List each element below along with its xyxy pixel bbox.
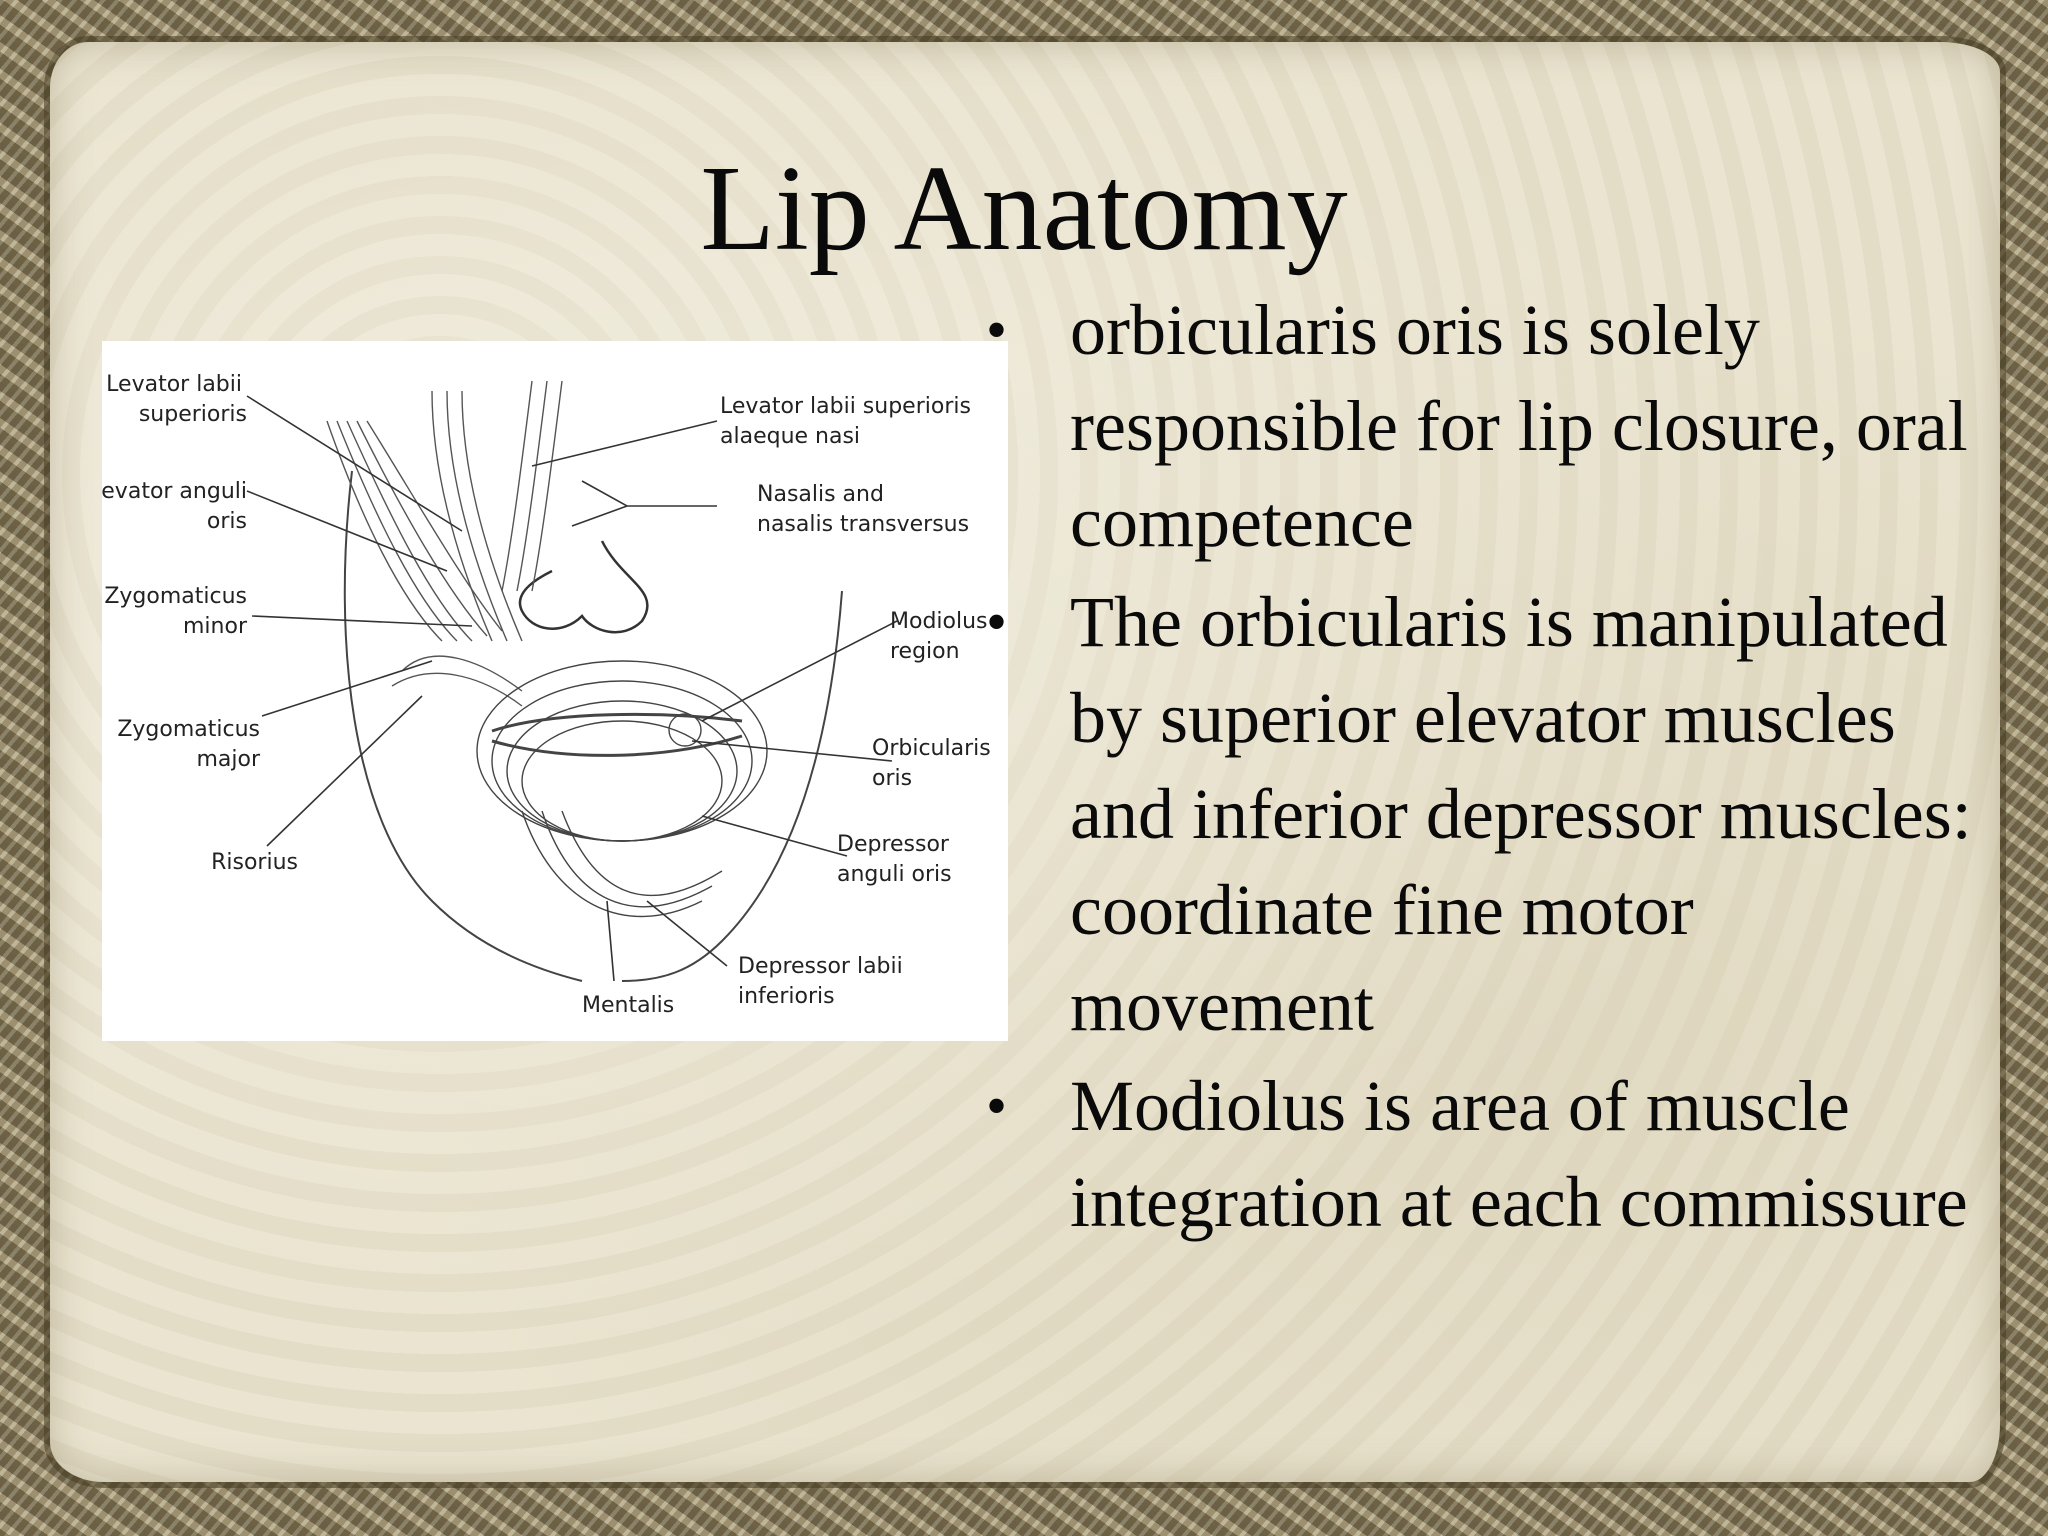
lip-anatomy-illustration: Levator labii superioris Levator anguli … <box>102 341 1008 1041</box>
label-levator-anguli-oris-line1: Levator anguli <box>102 479 247 504</box>
label-zygomaticus-minor-line1: Zygomaticus <box>104 584 247 609</box>
label-zygomaticus-minor-line2: minor <box>183 614 248 639</box>
upper-muscle-fibers <box>326 380 563 707</box>
bullet-marker: • <box>986 589 1008 655</box>
bullet-list: • orbicularis oris is solely responsible… <box>980 282 1990 1254</box>
bullet-marker: • <box>986 297 1008 363</box>
label-depressor-labii-line1: Depressor labii <box>738 954 903 979</box>
label-lla-nasi-line1: Levator labii superioris <box>720 394 971 419</box>
bullet-marker: • <box>986 1073 1008 1139</box>
label-risorius: Risorius <box>211 850 298 875</box>
label-modiolus-line2: region <box>890 639 960 664</box>
label-levator-labii-superioris-line1: Levator labii <box>106 372 242 397</box>
bullet-item: • The orbicularis is manipulated by supe… <box>980 574 1990 1054</box>
label-lla-nasi-line2: alaeque nasi <box>720 424 860 449</box>
chin-outline <box>621 590 843 982</box>
slide-title: Lip Anatomy <box>700 141 1348 276</box>
label-modiolus-line1: Modiolus <box>890 609 988 634</box>
label-levator-anguli-oris-line2: oris <box>207 509 247 534</box>
bullet-item: • Modiolus is area of muscle integration… <box>980 1058 1990 1250</box>
bullet-item: • orbicularis oris is solely responsible… <box>980 282 1990 570</box>
label-orbicularis-line2: oris <box>872 766 912 791</box>
label-nasalis-line1: Nasalis and <box>757 482 884 507</box>
label-zygomaticus-major-line1: Zygomaticus <box>117 717 260 742</box>
leader-lines <box>246 395 898 982</box>
label-mentalis: Mentalis <box>582 993 674 1018</box>
label-depressor-anguli-line1: Depressor <box>837 832 950 857</box>
label-levator-labii-superioris-line2: superioris <box>139 402 247 427</box>
face-outline <box>343 470 583 982</box>
label-orbicularis-line1: Orbicularis <box>872 736 991 761</box>
label-depressor-anguli-line2: anguli oris <box>837 862 952 887</box>
label-depressor-labii-line2: inferioris <box>738 984 835 1009</box>
bullet-text: orbicularis oris is solely responsible f… <box>1070 290 1968 562</box>
bullet-text: Modiolus is area of muscle integration a… <box>1070 1066 1968 1242</box>
label-zygomaticus-major-line2: major <box>196 747 260 772</box>
orbicularis-fibers <box>476 660 768 918</box>
bullet-text: The orbicularis is manipulated by superi… <box>1070 582 1972 1046</box>
nose-drawing <box>518 540 649 634</box>
label-nasalis-line2: nasalis transversus <box>757 512 969 537</box>
anatomy-drawing: Levator labii superioris Levator anguli … <box>102 372 991 1018</box>
